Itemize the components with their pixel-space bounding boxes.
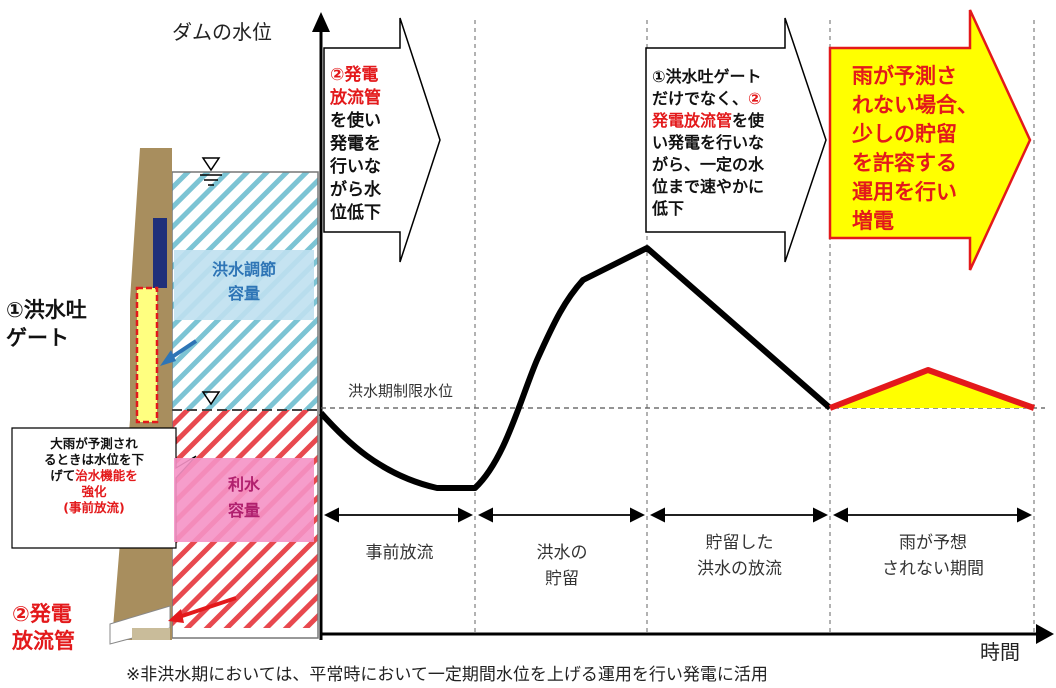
x-axis-label: 時間 (980, 640, 1020, 664)
reference-line-label: 洪水期制限水位 (348, 382, 454, 400)
water-level-symbol-mid (201, 391, 221, 406)
arrow-2-body: を使 い発電を行いな がら、一定の水 位まで速やかに 低下 (652, 111, 765, 218)
arrow-block-3 (828, 9, 1032, 271)
arrow-2-prefix: ①洪水吐ゲート だけでなく、 (652, 67, 762, 108)
flood-capacity-label: 洪水調節 容量 (211, 260, 276, 303)
callout-line-3: げて (50, 468, 76, 483)
period-label-2: 洪水の 貯留 (536, 543, 588, 589)
callout-emphasis: 治水機能を 強化 (75, 468, 138, 499)
arrow-block-2 (645, 17, 827, 263)
arrow-1-prefix: ②発電 放流管 (330, 65, 381, 108)
x-axis-arrowhead (1036, 624, 1054, 644)
dam-foundation (132, 628, 170, 640)
period-label-3: 貯留した 洪水の放流 (697, 533, 782, 579)
arrow-1-body: を使い 発電を 行いな がら水 位低下 (330, 111, 381, 223)
y-axis-arrowhead (312, 12, 330, 32)
outlet-label-line2: 放流管 (12, 629, 75, 653)
extra-storage-area (830, 370, 1034, 408)
outlet-label-line1: ②発電 (12, 602, 72, 626)
arrow-2-text: ①洪水吐ゲート だけでなく、② 発電放流管を使 い発電を行いな がら、一定の水 … (652, 66, 764, 220)
callout-text: 大雨が予測され るときは水位を下 げて治水機能を 強化 (事前放流) (14, 436, 174, 516)
extra-storage-curve (828, 367, 1036, 411)
water-level-curve (318, 245, 832, 491)
callout-sub: (事前放流) (63, 500, 125, 515)
gate-label: ①洪水吐 ゲート (6, 298, 87, 350)
arrow-1-text: ②発電 放流管 を使い 発電を 行いな がら水 位低下 (330, 64, 381, 225)
callout-line-1: 大雨が予測され (50, 436, 138, 451)
arrow-3-text: 雨が予測さ れない場合、 少しの貯留 を許容する 運用を行い 増電 (852, 64, 978, 233)
arrow-block-1 (323, 17, 441, 263)
callout-line-2: るときは水位を下 (43, 452, 144, 467)
gate-highlight (135, 286, 159, 424)
period-label-4: 雨が予想 されない期間 (882, 533, 984, 579)
dam-gate (153, 218, 167, 288)
y-axis-label: ダムの水位 (172, 20, 272, 44)
water-level-symbol-top (200, 157, 222, 186)
period-label-1: 事前放流 (365, 543, 434, 563)
water-use-capacity-label: 利水 容量 (227, 475, 260, 520)
arrow-2-highlight: ② 発電放流管 (652, 89, 762, 130)
footnote: ※非洪水期においては、平常時において一定期間水位を上げる運用を行い発電に活用 (126, 665, 768, 685)
